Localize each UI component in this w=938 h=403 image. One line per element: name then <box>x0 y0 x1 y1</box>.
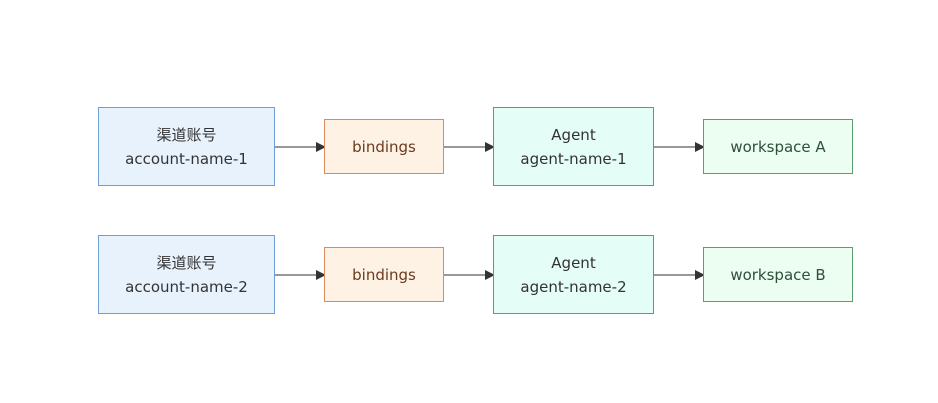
agent-title: Agent <box>551 253 596 272</box>
bindings-node-2: bindings <box>324 247 444 302</box>
workspace-node-a: workspace A <box>703 119 853 174</box>
channel-account-node-2: 渠道账号 account-name-2 <box>98 235 275 314</box>
channel-account-title: 渠道账号 <box>156 125 217 144</box>
channel-account-node-1: 渠道账号 account-name-1 <box>98 107 275 186</box>
workspace-node-b: workspace B <box>703 247 853 302</box>
agent-name: agent-name-1 <box>520 149 627 168</box>
channel-account-name: account-name-2 <box>125 277 248 296</box>
channel-account-name: account-name-1 <box>125 149 248 168</box>
agent-node-2: Agent agent-name-2 <box>493 235 654 314</box>
bindings-node-1: bindings <box>324 119 444 174</box>
workspace-label: workspace B <box>730 265 826 284</box>
agent-name: agent-name-2 <box>520 277 627 296</box>
workspace-label: workspace A <box>730 137 826 156</box>
agent-node-1: Agent agent-name-1 <box>493 107 654 186</box>
channel-account-title: 渠道账号 <box>156 253 217 272</box>
agent-title: Agent <box>551 125 596 144</box>
bindings-label: bindings <box>352 137 416 156</box>
bindings-label: bindings <box>352 265 416 284</box>
